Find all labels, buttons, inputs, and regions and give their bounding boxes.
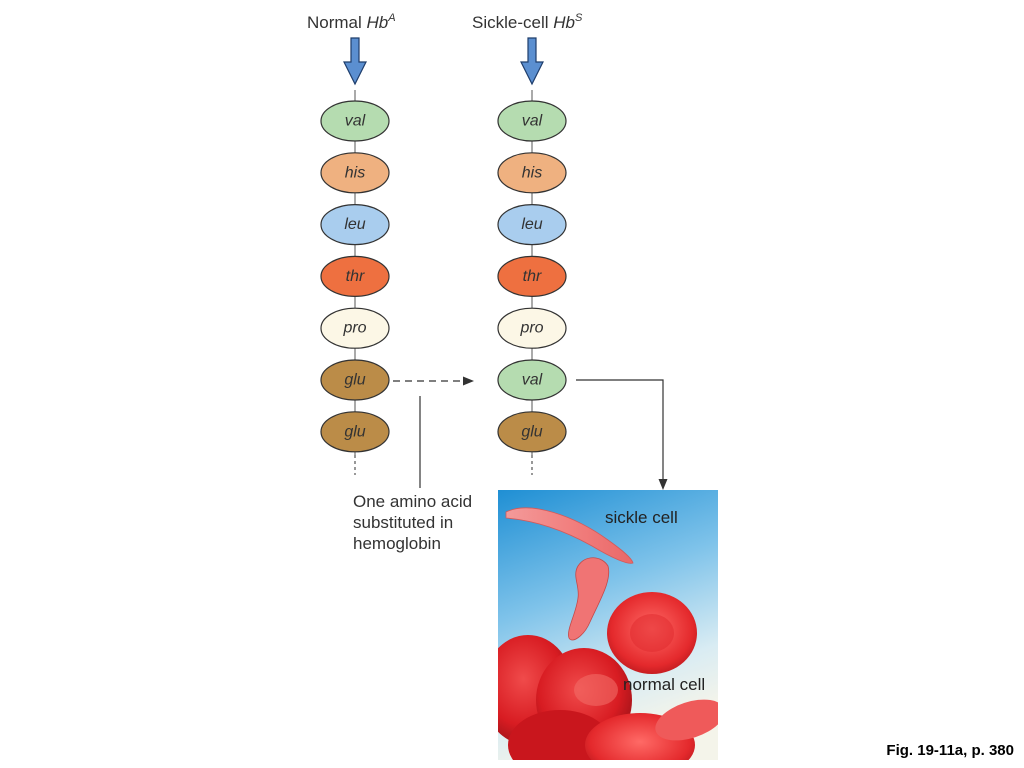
normal-amino-acid-label: his (345, 164, 365, 181)
normal-amino-acid-oval (320, 411, 390, 453)
sickle-amino-acid-label: glu (521, 423, 542, 440)
sickle-amino-acid-3-leu: leu (497, 204, 567, 246)
normal-amino-acid-chain: val his leu thr pro glu glu (320, 100, 390, 453)
sickle-amino-acid-label: pro (519, 320, 543, 337)
normal-amino-acid-label: leu (344, 216, 365, 233)
sickle-amino-acid-oval (497, 255, 567, 297)
figure-reference: Fig. 19-11a, p. 380 (886, 742, 1014, 759)
annotation-line-2: substituted in (353, 513, 453, 532)
normal-amino-acid-label: glu (344, 372, 365, 389)
cell-cluster-highlight (574, 674, 618, 706)
normal-amino-acid-label: glu (344, 423, 365, 440)
photo-connector-line (576, 379, 664, 480)
sickle-amino-acid-oval (497, 100, 567, 142)
sickle-hb-label: Sickle-cell HbS (472, 12, 583, 32)
sickle-amino-acid-4-thr: thr (497, 255, 567, 297)
normal-cell-dimple (630, 614, 674, 652)
normal-amino-acid-5-pro: pro (320, 307, 390, 349)
sickle-amino-acid-2-his: his (497, 152, 567, 194)
sickle-amino-acid-chain: val his leu thr pro val glu (497, 100, 567, 453)
normal-amino-acid-oval (320, 204, 390, 246)
photo-connector-arrowhead (658, 479, 668, 490)
normal-amino-acid-3-leu: leu (320, 204, 390, 246)
sickle-amino-acid-label: val (522, 113, 543, 130)
sickle-amino-acid-oval (497, 359, 567, 401)
normal-amino-acid-label: pro (342, 320, 366, 337)
sickle-amino-acid-oval (497, 152, 567, 194)
normal-amino-acid-oval (320, 152, 390, 194)
blood-cell-micrograph: sickle cell normal cell (498, 490, 718, 760)
normal-down-arrow (343, 37, 367, 86)
normal-amino-acid-oval (320, 100, 390, 142)
sickle-amino-acid-5-pro: pro (497, 307, 567, 349)
normal-amino-acid-6-glu: glu (320, 359, 390, 401)
curved-sickle-cell-shape (568, 557, 610, 641)
annotation-line-1: One amino acid (353, 492, 472, 511)
normal-cell-label: normal cell (623, 675, 705, 694)
sickle-amino-acid-oval (497, 204, 567, 246)
normal-amino-acid-2-his: his (320, 152, 390, 194)
sickle-amino-acid-label: val (522, 372, 543, 389)
sickle-amino-acid-oval (497, 307, 567, 349)
sickle-amino-acid-label: thr (523, 268, 542, 285)
sickle-cell-label: sickle cell (605, 508, 678, 527)
normal-amino-acid-label: thr (346, 268, 365, 285)
sickle-down-arrow (520, 37, 544, 86)
sickle-amino-acid-oval (497, 411, 567, 453)
normal-amino-acid-4-thr: thr (320, 255, 390, 297)
annotation-line-3: hemoglobin (353, 534, 441, 553)
sickle-amino-acid-label: his (522, 164, 542, 181)
cell-cluster-right (655, 699, 718, 741)
substitution-arrowhead (463, 376, 474, 386)
sickle-amino-acid-label: leu (521, 216, 542, 233)
normal-hb-label: Normal HbA (307, 12, 396, 32)
normal-amino-acid-label: val (345, 113, 366, 130)
normal-amino-acid-oval (320, 255, 390, 297)
sickle-amino-acid-7-glu: glu (497, 411, 567, 453)
normal-amino-acid-1-val: val (320, 100, 390, 142)
normal-amino-acid-7-glu: glu (320, 411, 390, 453)
normal-amino-acid-oval (320, 307, 390, 349)
normal-amino-acid-oval (320, 359, 390, 401)
sickle-cell-shape (505, 507, 634, 564)
sickle-amino-acid-6-val: val (497, 359, 567, 401)
sickle-amino-acid-1-val: val (497, 100, 567, 142)
